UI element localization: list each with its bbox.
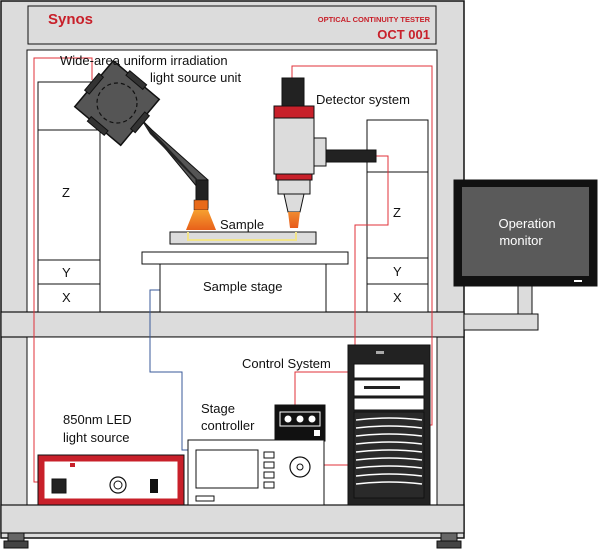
axis-x-left: X bbox=[62, 290, 71, 305]
axis-z-left: Z bbox=[62, 185, 70, 200]
sample-stage bbox=[141, 251, 349, 313]
label-stage-controller-1: Stage bbox=[201, 401, 235, 416]
label-control-system: Control System bbox=[242, 356, 331, 371]
detector-system bbox=[273, 77, 377, 228]
product-name: OPTICAL CONTINUITY TESTER bbox=[318, 15, 431, 24]
axis-x-right: X bbox=[393, 290, 402, 305]
sample bbox=[169, 231, 317, 245]
label-led-source-1: 850nm LED bbox=[63, 412, 132, 427]
model-number: OCT 001 bbox=[377, 27, 430, 42]
right-axis-column bbox=[366, 119, 429, 313]
brand-logo: Synos bbox=[48, 11, 93, 28]
left-axis-column bbox=[37, 81, 101, 313]
control-system-pc bbox=[347, 344, 431, 506]
blue-signal-wires bbox=[149, 289, 195, 451]
light-source-unit bbox=[73, 59, 216, 230]
label-led-source-2: light source bbox=[63, 430, 129, 445]
label-stage-controller-2: controller bbox=[201, 418, 255, 433]
operation-monitor bbox=[453, 179, 598, 331]
label-sample: Sample bbox=[220, 217, 264, 232]
label-sample-stage: Sample stage bbox=[203, 279, 283, 294]
axis-z-right: Z bbox=[393, 205, 401, 220]
stage-controller bbox=[187, 439, 325, 506]
led-light-source bbox=[37, 454, 185, 506]
label-operation-monitor-2: monitor bbox=[499, 233, 543, 248]
label-detector-system: Detector system bbox=[316, 92, 410, 107]
control-box bbox=[274, 404, 326, 442]
label-light-source-unit-1: Wide-area uniform irradiation bbox=[60, 53, 228, 68]
label-light-source-unit-2: light source unit bbox=[150, 70, 241, 85]
label-operation-monitor-1: Operation bbox=[498, 216, 555, 231]
axis-y-right: Y bbox=[393, 264, 402, 279]
axis-y-left: Y bbox=[62, 265, 71, 280]
